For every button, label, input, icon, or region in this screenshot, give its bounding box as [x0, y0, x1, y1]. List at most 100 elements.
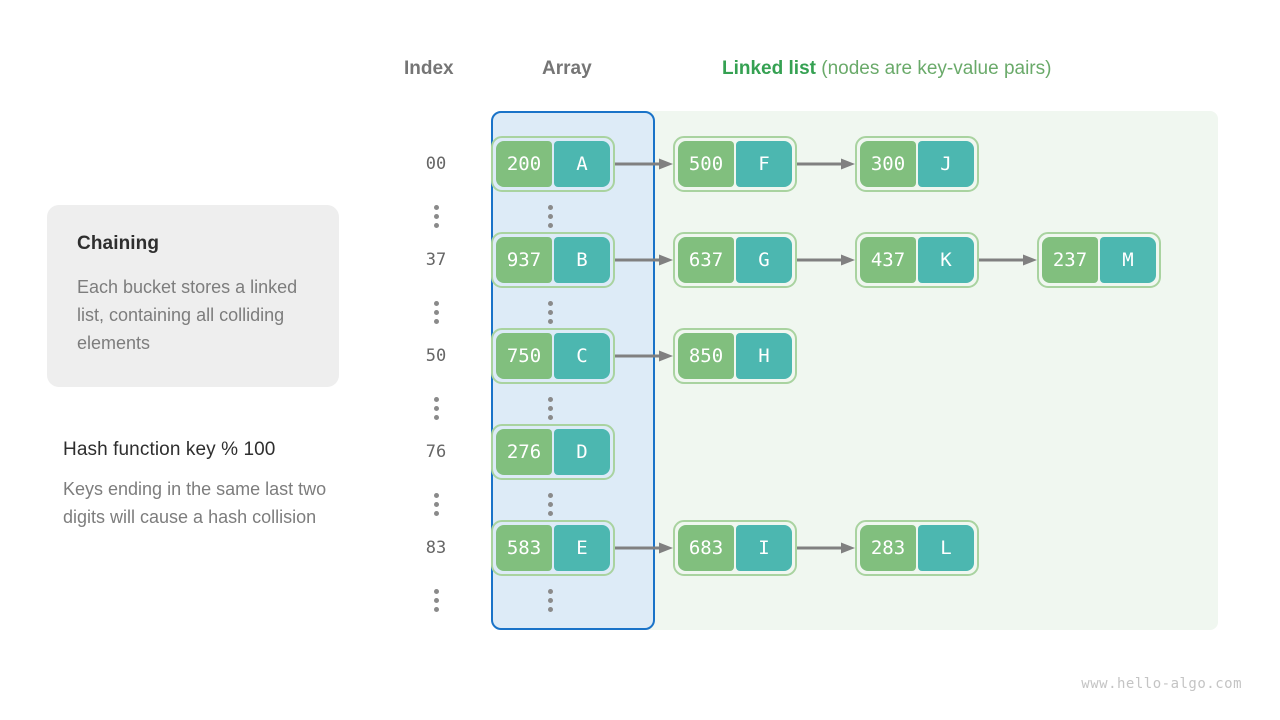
ellipsis-dot [547, 501, 553, 507]
node-key: 276 [496, 429, 552, 475]
node-value: H [736, 333, 792, 379]
ellipsis-dot [433, 300, 439, 306]
ellipsis-dot [433, 606, 439, 612]
node-value: B [554, 237, 610, 283]
hash-function-description: Keys ending in the same last two digits … [63, 479, 327, 527]
chaining-card-description: Each bucket stores a linked list, contai… [77, 277, 298, 353]
node-key: 850 [678, 333, 734, 379]
chain-arrow-icon [797, 254, 855, 266]
node-value: J [918, 141, 974, 187]
bucket-index-label: 50 [425, 346, 447, 366]
node-value: I [736, 525, 792, 571]
vertical-ellipsis-icon [404, 588, 468, 612]
ellipsis-dot [433, 510, 439, 516]
node-value: E [554, 525, 610, 571]
ellipsis-dot [547, 414, 553, 420]
ellipsis-dot [433, 492, 439, 498]
ellipsis-dot [547, 318, 553, 324]
vertical-ellipsis-icon [491, 396, 609, 420]
bucket-index-label: 83 [425, 538, 447, 558]
node-key: 750 [496, 333, 552, 379]
ellipsis-dot [433, 414, 439, 420]
ellipsis-dot [433, 204, 439, 210]
ellipsis-dot [547, 405, 553, 411]
node-key: 637 [678, 237, 734, 283]
ellipsis-dot [433, 309, 439, 315]
ellipsis-dot [547, 222, 553, 228]
vertical-ellipsis-icon [404, 300, 468, 324]
ellipsis-row [404, 484, 609, 524]
ellipsis-dot [547, 606, 553, 612]
ellipsis-dot [547, 300, 553, 306]
ellipsis-dot [433, 213, 439, 219]
chain-arrow-icon [797, 542, 855, 554]
linked-list-label-strong: Linked list [722, 58, 816, 79]
chaining-card-title: Chaining [77, 233, 160, 254]
node-value: C [554, 333, 610, 379]
node-key: 683 [678, 525, 734, 571]
node-value: G [736, 237, 792, 283]
vertical-ellipsis-icon [404, 492, 468, 516]
watermark: www.hello-algo.com [1081, 676, 1242, 692]
chaining-card: Chaining Each bucket stores a linked lis… [47, 205, 339, 387]
hash-function-title: Hash function key % 100 [63, 439, 276, 460]
node-key: 237 [1042, 237, 1098, 283]
hash-function-block: Hash function key % 100 Keys ending in t… [47, 439, 342, 531]
ellipsis-row [404, 580, 609, 620]
chain-arrow-icon [979, 254, 1037, 266]
ellipsis-dot [547, 204, 553, 210]
chain-arrow-icon [797, 158, 855, 170]
node-value: M [1100, 237, 1156, 283]
ellipsis-dot [547, 510, 553, 516]
vertical-ellipsis-icon [491, 588, 609, 612]
ellipsis-dot [433, 597, 439, 603]
ellipsis-dot [547, 396, 553, 402]
chain-arrow-icon [615, 254, 673, 266]
vertical-ellipsis-icon [404, 396, 468, 420]
vertical-ellipsis-icon [491, 204, 609, 228]
column-header-array: Array [542, 58, 592, 79]
node-value: K [918, 237, 974, 283]
chain-arrow-icon [615, 350, 673, 362]
vertical-ellipsis-icon [404, 204, 468, 228]
node-key: 583 [496, 525, 552, 571]
chain-arrow-icon [615, 158, 673, 170]
ellipsis-dot [547, 492, 553, 498]
bucket-index-label: 76 [425, 442, 447, 462]
node-value: D [554, 429, 610, 475]
bucket-index-label: 00 [425, 154, 447, 174]
ellipsis-dot [547, 588, 553, 594]
node-value: F [736, 141, 792, 187]
ellipsis-dot [547, 309, 553, 315]
ellipsis-dot [433, 318, 439, 324]
vertical-ellipsis-icon [491, 300, 609, 324]
column-header-index: Index [404, 58, 454, 79]
chain-arrow-icon [615, 542, 673, 554]
node-key: 500 [678, 141, 734, 187]
vertical-ellipsis-icon [491, 492, 609, 516]
ellipsis-dot [547, 597, 553, 603]
